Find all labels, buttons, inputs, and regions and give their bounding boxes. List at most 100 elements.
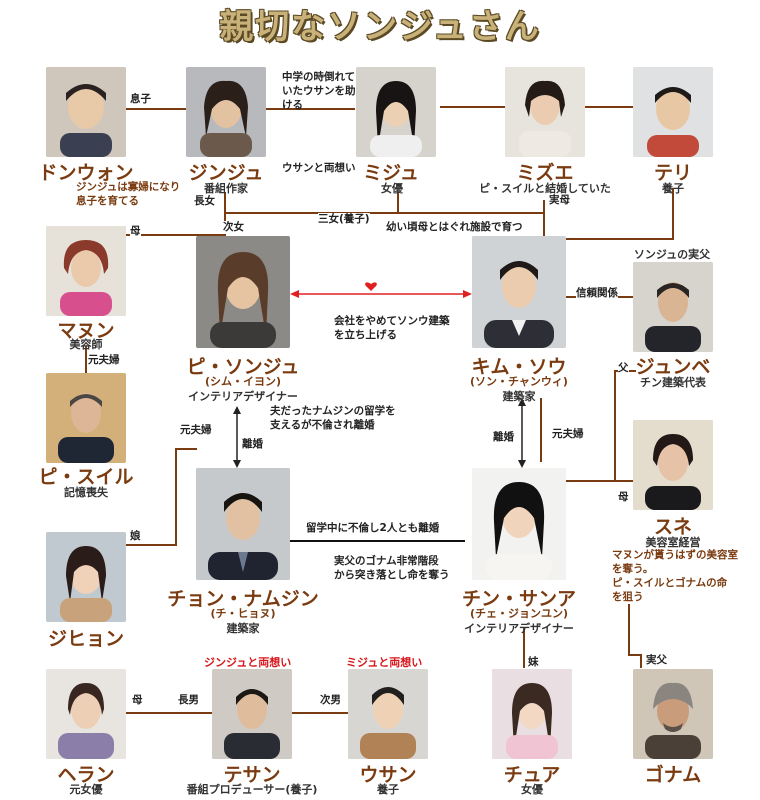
relation-line xyxy=(672,188,674,240)
name-suiru: ピ・スイル xyxy=(38,466,134,488)
label-sister: 妹 xyxy=(528,656,539,669)
alias-sana: (チェ・ジョンユン) xyxy=(469,607,569,620)
label-ex-couple-1: 元夫婦 xyxy=(88,354,120,367)
role-junbe: チン建築代表 xyxy=(640,376,706,389)
portrait-mizue xyxy=(505,67,585,157)
name-jihyon: ジヒョン xyxy=(47,628,124,650)
portrait-tesan xyxy=(212,669,292,759)
role-jinju: 番組作家 xyxy=(204,182,248,195)
relation-line xyxy=(126,712,212,714)
note-company: 会社をやめてソンウ建築 を立ち上げる xyxy=(334,315,450,341)
role-namujin: 建築家 xyxy=(226,622,260,635)
arrow-up xyxy=(518,398,526,406)
name-namujin: チョン・ナムジン xyxy=(167,588,319,610)
love-arrow-left xyxy=(290,290,299,298)
label-birth-father: 実父 xyxy=(646,654,667,667)
relation-line xyxy=(292,712,348,714)
portrait-jinju xyxy=(186,67,266,157)
relation-line xyxy=(175,448,197,450)
portrait-teri xyxy=(633,67,713,157)
role-tesan: 番組プロデューサー(養子) xyxy=(186,783,318,796)
name-gonam: ゴナム xyxy=(644,764,702,786)
label-divorce-2: 離婚 xyxy=(493,431,514,444)
name-manun: マヌン xyxy=(57,320,115,342)
name-tesan: テサン xyxy=(223,764,281,786)
portrait-junbe xyxy=(633,262,713,352)
role-sou: 建築家 xyxy=(502,390,536,403)
note-divorce: 夫だったナムジンの留学を 支えるが不倫され離婚 xyxy=(270,405,396,431)
label-second-daughter: 次女 xyxy=(223,221,244,234)
role-sana: インテリアデザイナー xyxy=(464,622,574,635)
relation-line xyxy=(628,604,630,656)
label-mother: 母 xyxy=(130,225,141,238)
note-sune: マヌンが貰うはずの美容室 を奪う。 ピ・スイルとゴナムの命 を狙う xyxy=(612,549,738,603)
page-title: 親切なソンジュさん xyxy=(219,7,541,47)
portrait-jihyon xyxy=(46,532,126,622)
role-sonju: インテリアデザイナー xyxy=(188,390,298,403)
portrait-namujin xyxy=(196,468,290,580)
relation-line xyxy=(265,108,355,110)
name-donwon: ドンウォン xyxy=(38,162,134,184)
arrow-up xyxy=(233,406,241,414)
tag-usan: ミジュと両想い xyxy=(346,656,423,669)
label-eldest-daughter: 長女 xyxy=(194,195,215,208)
relation-line xyxy=(585,106,635,108)
label-ex-couple-3: 元夫婦 xyxy=(552,428,584,441)
name-junbe: ジュンベ xyxy=(635,356,711,378)
relation-line xyxy=(523,628,525,668)
relation-line xyxy=(614,370,616,482)
portrait-usan xyxy=(348,669,428,759)
relation-line xyxy=(126,544,177,546)
label-ex-couple-2: 元夫婦 xyxy=(180,424,212,437)
label-trust: 信頼関係 xyxy=(576,287,618,300)
relation-line xyxy=(397,192,399,214)
note-miju: 中学の時倒れて いたウサンを助 ける xyxy=(282,71,356,111)
love-arrow-right xyxy=(463,290,472,298)
role-teri: 養子 xyxy=(662,182,684,195)
heart-icon xyxy=(365,282,377,291)
portrait-chua xyxy=(492,669,572,759)
role-sune: 美容室経営 xyxy=(645,536,701,549)
label-one-sided: ウサンと両想い xyxy=(282,162,356,175)
name-chua: チュア xyxy=(503,764,561,786)
relation-line xyxy=(640,654,642,668)
portrait-sune xyxy=(633,420,713,510)
label-mother-2: 母 xyxy=(618,491,629,504)
label-second-son: 次男 xyxy=(320,694,341,707)
relation-line xyxy=(565,238,674,240)
alias-sonju: (シム・イヨン) xyxy=(204,375,282,388)
label-affair: 留学中に不倫し2人とも離婚 xyxy=(306,522,440,535)
relation-line xyxy=(85,346,87,374)
portrait-heran xyxy=(46,669,126,759)
label-son: 息子 xyxy=(130,93,151,106)
label-third-daughter: 三女(養子) xyxy=(318,213,370,226)
relation-line xyxy=(565,480,636,482)
label-orphanage: 幼い頃母とはぐれ施設で育つ xyxy=(386,221,523,234)
name-heran: ヘラン xyxy=(57,764,115,786)
relation-line xyxy=(540,398,542,462)
portrait-gonam xyxy=(633,669,713,759)
name-mizue: ミズエ xyxy=(516,162,574,184)
label-divorce-1: 離婚 xyxy=(242,438,263,451)
alias-sou: (ソン・チャンウィ) xyxy=(470,375,568,388)
name-sana: チン・サンア xyxy=(461,588,576,610)
relation-line xyxy=(224,212,544,214)
label-mother-3: 母 xyxy=(132,694,143,707)
relation-line xyxy=(628,654,640,656)
role-usan: 養子 xyxy=(377,783,399,796)
label-birth-mother: 実母 xyxy=(549,194,570,207)
affair-line xyxy=(290,540,465,542)
role-suiru: 記憶喪失 xyxy=(64,486,108,499)
portrait-miju xyxy=(356,67,436,157)
portrait-manun xyxy=(46,226,126,316)
role-miju: 女優 xyxy=(381,182,403,195)
note-mizue: ピ・スイルと結婚していた xyxy=(479,182,611,195)
relation-line xyxy=(543,200,545,236)
tag-tesan: ジンジュと両想い xyxy=(204,656,292,669)
name-usan: ウサン xyxy=(359,764,417,786)
alias-namujin: (チ・ヒョヌ) xyxy=(210,607,276,620)
relation-line xyxy=(106,108,190,110)
role-manun: 美容師 xyxy=(69,338,103,351)
